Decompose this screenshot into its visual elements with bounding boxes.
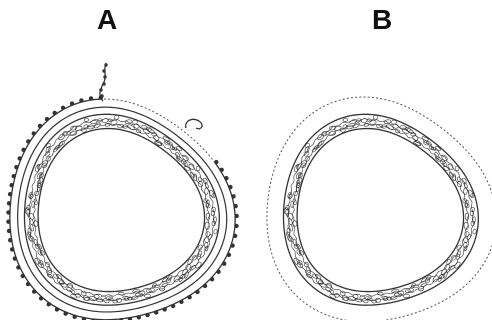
cell-loop: [81, 290, 87, 296]
cuff-bump: [32, 289, 36, 293]
cuff-bump: [137, 315, 141, 319]
cell-loop: [284, 208, 288, 215]
cuff-bump: [187, 295, 191, 299]
cuff-bump: [26, 139, 30, 143]
cell-loop: [205, 231, 210, 237]
cuff-bump: [16, 265, 20, 269]
cell-loop: [113, 300, 118, 303]
cell-loop: [303, 151, 310, 158]
cell-loop: [25, 208, 29, 215]
cuff-bump: [63, 311, 67, 315]
cell-loop: [213, 229, 217, 235]
cell-loop: [213, 217, 216, 224]
tail-bump: [99, 88, 102, 91]
tail-bump: [102, 69, 105, 72]
cuff-bump: [203, 284, 207, 288]
cell-loop: [384, 119, 391, 124]
lumen-boundary: [297, 129, 463, 292]
cell-loop: [144, 294, 151, 297]
cuff-bump: [32, 131, 36, 135]
cuff-bump: [8, 238, 12, 242]
cuff-bump: [163, 307, 167, 311]
cuff-bump: [6, 220, 10, 224]
cuff-bump: [210, 277, 214, 281]
cuff-bump: [228, 185, 232, 189]
cuff-bump: [219, 168, 223, 172]
cell-texture: [25, 115, 217, 304]
cell-loop: [125, 119, 132, 124]
dotted-outline-b: [267, 97, 492, 320]
cuff-curl-end: [186, 119, 202, 128]
tail-bump: [102, 82, 105, 85]
cuff-bump: [14, 165, 18, 169]
cuff-bump: [227, 253, 231, 257]
cuff-bump: [234, 224, 238, 228]
cuff-bump: [55, 307, 59, 311]
cuff-bump: [179, 300, 183, 304]
cuff-bump: [231, 194, 235, 198]
cuff-bump: [233, 234, 237, 238]
cell-loop: [391, 120, 397, 125]
cell-loop: [372, 300, 377, 303]
panel-a-drawing: [6, 63, 239, 320]
cuff-bump: [6, 210, 10, 214]
cuff-bump: [21, 274, 25, 278]
cuff-bump: [7, 229, 11, 233]
cuff-bump: [8, 192, 12, 196]
cuff-bump: [39, 296, 43, 300]
cell-loop: [84, 118, 89, 121]
cuff-bump: [145, 313, 149, 317]
tail-bump: [100, 94, 103, 97]
cuff-bump: [45, 117, 49, 121]
cell-loop: [89, 296, 97, 302]
cell-loop: [349, 120, 356, 123]
cell-loop: [343, 118, 348, 121]
cuff-bump: [79, 98, 83, 102]
cuff-bump: [171, 304, 175, 308]
lumen-boundary: [38, 129, 204, 292]
cell-texture: [284, 115, 476, 304]
cuff-bump: [53, 111, 57, 115]
cell-loop: [44, 151, 51, 158]
cell-loop: [340, 290, 346, 296]
adventitia-inner-line: [18, 107, 227, 312]
cuff-bump: [38, 124, 42, 128]
cuff-bump: [224, 176, 228, 180]
cell-loop: [90, 120, 97, 123]
cell-loop: [470, 193, 474, 198]
cuff-bump: [70, 101, 74, 105]
cell-loop: [403, 294, 410, 297]
cell-loop: [132, 120, 138, 125]
cell-loop: [464, 231, 469, 237]
cuff-bump: [13, 256, 17, 260]
cuff-bump: [195, 290, 199, 294]
cuff-bump: [10, 247, 14, 251]
cuff-bump: [233, 204, 237, 208]
cell-loop: [472, 217, 475, 224]
cuff-bump: [234, 214, 238, 218]
cuff-bump: [230, 243, 234, 247]
cuff-bump: [17, 156, 21, 160]
cuff-bump: [26, 282, 30, 286]
cuff-bump: [61, 106, 65, 110]
cuff-bump: [21, 148, 25, 152]
panel-b-drawing: [267, 97, 492, 320]
tail-bump: [104, 63, 107, 66]
cuff-bump: [47, 302, 51, 306]
cell-loop: [472, 229, 476, 235]
cuff-bump: [9, 183, 13, 187]
cuff-bump: [89, 96, 93, 100]
cuff-bump: [154, 310, 158, 314]
cuff-bump: [222, 261, 226, 265]
cell-loop: [211, 193, 215, 198]
cell-loop: [348, 296, 356, 302]
cuff-bump: [216, 270, 220, 274]
cuff-bump: [7, 201, 11, 205]
cuff-bump: [72, 315, 76, 319]
tail-bump: [103, 75, 106, 78]
cuff-bump: [12, 174, 16, 178]
